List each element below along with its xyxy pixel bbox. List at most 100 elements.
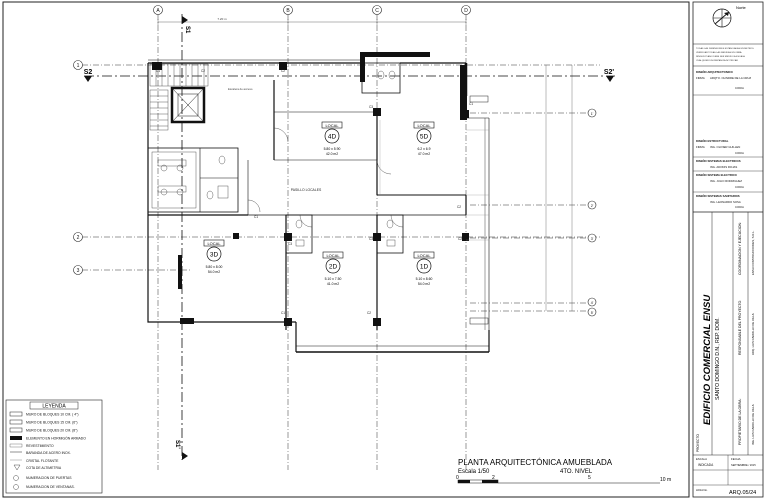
local-4d-dims: 5.80 x 5.90 — [324, 147, 341, 151]
column-label-11: C1 — [281, 311, 285, 315]
local-2d-dims: 5.10 x 7.50 — [325, 277, 342, 281]
grid-label-2p: 2' — [591, 204, 594, 208]
tb-firma-label-2: FIRMA — [696, 145, 705, 149]
column-label-4: C1 — [469, 102, 473, 106]
section-mark-s2-left: S2 — [84, 69, 93, 76]
grid-label-a: A — [156, 8, 160, 14]
tb-role-5: DISEÑO SISTEMAS SANITARIOS — [696, 193, 740, 198]
local-1d-area: 54.0 m2 — [418, 282, 430, 286]
grid-label-3p: 3' — [591, 237, 594, 241]
local-tag-5d: LOCAL 5D 6.2 x 6.9 47.0 m2 — [413, 121, 435, 156]
tb-codia-label-1: CODIA — [735, 86, 744, 90]
fecha-value: SEPTIEMBRE / 2015 — [731, 463, 756, 467]
plan-title: PLANTA ARQUITECTÓNICA AMUEBLADA — [458, 458, 613, 467]
scale-tick-10: 10 m — [660, 477, 671, 483]
grid-label-b: B — [286, 8, 290, 14]
responsible-label: RESPONSABLE DEL PROYECTO: — [738, 300, 742, 355]
title-block: Norte TODAS LAS DIMENSIONES ESTAN DADAS … — [692, 1, 764, 498]
responsible-name: ARQ. LUIS CARRILLO DE VILLA — [751, 313, 755, 355]
scale-tick-5: 5 — [588, 475, 591, 481]
column-label-6: C1 — [254, 215, 258, 219]
legend-swatch-4 — [10, 436, 22, 440]
balcony-railing — [469, 95, 489, 325]
stair-note: Escalera de acceso — [228, 87, 253, 91]
local-tag-4d: LOCAL 4D 5.80 x 5.90 42.0 m2 — [321, 121, 343, 156]
grid-label-2: 2 — [77, 235, 80, 241]
owner-name: ING. LUIS CARRILLO DE VILLA — [751, 404, 755, 445]
toilet-fixtures — [151, 70, 396, 247]
legend-swatch-8 — [13, 464, 21, 471]
column-label-10: C2 — [367, 311, 371, 315]
tb-note-4: CUALQUIER DISCREPANCIA NOTIFICAR — [696, 59, 738, 62]
legend-swatch-3 — [9, 427, 23, 433]
tb-note-2: VERIFICAR TODAS LAS MEDIDAS EN OBRA — [696, 51, 742, 54]
north-label: Norte — [736, 5, 747, 10]
stairs — [149, 63, 209, 131]
coordination-name: ENSU CONSTRUCCIONES, S.R.L. — [751, 230, 755, 275]
local-4d-area: 42.0 m2 — [326, 152, 338, 156]
local-5d-label: LOCAL — [417, 123, 431, 128]
local-tag-2d: LOCAL 2D 5.10 x 7.50 41.0 m2 — [322, 251, 344, 286]
column-label-5: C2 — [458, 237, 462, 241]
local-1d-dims: 5.10 x 8.60 — [416, 277, 433, 281]
grid-lines — [82, 14, 600, 470]
local-3d-area: 54.0 m2 — [208, 270, 220, 274]
tb-name-4: ING. JULIO RODRIGUEZ — [710, 179, 742, 183]
tb-role-3: DISEÑO SISTEMAS ELECTRICOS — [696, 158, 741, 163]
section-mark-s2-right: S2' — [604, 69, 615, 76]
legend-item-8: COTA DE ALTIMETRIA — [26, 466, 62, 470]
drawing-border — [2, 1, 690, 498]
plan-level: 4TO. NIVEL — [560, 469, 593, 475]
grid-label-5p: 5' — [591, 311, 594, 315]
project-name: EDIFICIO COMERCIAL ENSU — [702, 294, 713, 425]
column-label-9: C3 — [288, 242, 292, 246]
grid-label-1: 1 — [77, 63, 80, 69]
sheet-number: ARQ.05/24 — [729, 490, 756, 496]
local-3d-number: 3D — [210, 252, 219, 259]
legend-item-5: REVESTIMIENTO — [26, 444, 54, 448]
scale-bar — [457, 479, 660, 484]
tb-codia-label-5: CODIA — [735, 205, 744, 209]
grid-label-4p: 4' — [591, 301, 594, 305]
grid-label-c: C — [375, 8, 379, 14]
local-5d-number: 5D — [420, 134, 429, 141]
north-arrow: Norte — [712, 5, 747, 28]
escala-value: INDICADA — [698, 463, 714, 467]
section-mark-s1-bottom: S1' — [174, 440, 180, 449]
tb-note-3: NINGUN PLANO DEBE SER MEDIDO A ESCALA — [696, 55, 745, 58]
local-tag-1d: LOCAL 1D 5.10 x 8.60 54.0 m2 — [413, 251, 435, 286]
section-mark-s1-top: S1 — [184, 26, 190, 34]
grid-label-d: D — [464, 8, 468, 14]
local-2d-area: 41.0 m2 — [327, 282, 339, 286]
legend-item-3: MURO DE BLOQUES 20 CM. (8") — [26, 429, 78, 433]
escala-label: ESCALA — [696, 457, 707, 461]
right-dimension-lines — [545, 65, 573, 311]
tb-name-1: ARQTO. OLINDRE DE LA CRUZ — [710, 76, 751, 80]
scale-tick-2: 2 — [492, 475, 495, 481]
local-3d-dims: 5.80 x 8.00 — [206, 265, 223, 269]
coordination-label: COORDINACION Y EJECUCION: — [738, 222, 742, 275]
legend-item-10: NUMERACION DE VENTANAS. — [26, 485, 75, 489]
door-swings — [247, 127, 404, 228]
owner-label: PROPIETARIO DE LA OBRA: — [738, 399, 742, 445]
legend-swatch-9 — [13, 475, 19, 481]
grid-bubbles — [73, 5, 597, 317]
legend-item-4: ELEMENTO EN HORMIGÓN ARMADO — [26, 436, 86, 441]
fecha-label: FECHA — [731, 457, 741, 461]
local-1d-number: 1D — [420, 264, 429, 271]
local-tag-3d: LOCAL 3D 5.80 x 8.00 54.0 m2 — [203, 239, 225, 274]
column-label-2: C2 — [281, 69, 285, 73]
local-4d-label: LOCAL — [325, 123, 339, 128]
local-4d-number: 4D — [328, 134, 337, 141]
project-label: PROYECTO — [696, 434, 700, 452]
building-walls — [147, 59, 490, 353]
top-dimension-line — [157, 19, 467, 25]
column-label-8: C2 — [457, 205, 461, 209]
legend-swatch-10 — [13, 484, 19, 490]
local-5d-dims: 6.2 x 6.9 — [417, 147, 430, 151]
tb-role-1: DISEÑO ARQUITECTONICO — [696, 69, 734, 74]
column-label-7: C3 — [369, 237, 373, 241]
grid-label-1p: 1' — [591, 112, 594, 116]
dim-label-a-b: 7.20 m — [217, 17, 227, 21]
tb-role-4: DISEÑO SISTEMA ELECTRICO — [696, 172, 738, 177]
